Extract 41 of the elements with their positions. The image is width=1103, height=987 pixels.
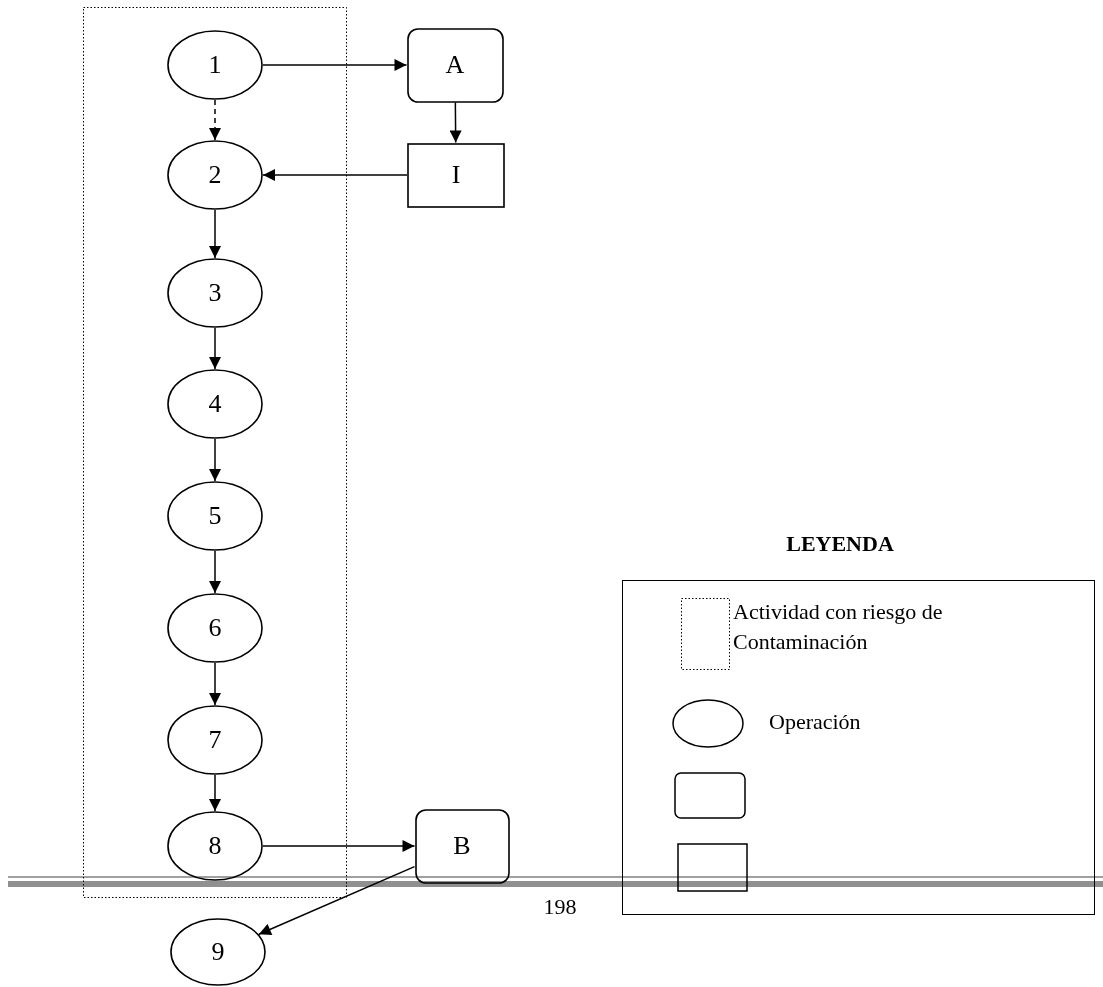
- node-label: 5: [208, 503, 222, 529]
- arrow: [209, 438, 221, 482]
- legend-title: LEYENDA: [786, 531, 894, 557]
- node-label: 4: [208, 391, 222, 417]
- arrow: [209, 209, 221, 259]
- arrow: [262, 169, 408, 181]
- rounded-box: [406, 27, 504, 103]
- arrow: [209, 327, 221, 370]
- operation-ellipse: [167, 258, 263, 328]
- operation-ellipse: [167, 705, 263, 775]
- rounded-box: [414, 808, 510, 884]
- arrow: [262, 59, 408, 71]
- dotted-region: [83, 7, 347, 898]
- operation-ellipse: [167, 811, 263, 881]
- operation-ellipse: [167, 593, 263, 663]
- process-box: [407, 142, 505, 208]
- node-label: 6: [208, 615, 222, 641]
- legend-text: Operación: [769, 708, 862, 736]
- operation-ellipse: [167, 481, 263, 551]
- node-label: 7: [208, 727, 222, 753]
- node-label: A: [445, 52, 465, 78]
- arrow: [209, 99, 221, 141]
- node-label: 2: [208, 162, 222, 188]
- operation-ellipse: [170, 918, 266, 986]
- arrow: [209, 550, 221, 594]
- arrow: [209, 662, 221, 706]
- node-label: 1: [208, 52, 222, 78]
- node-label: 9: [211, 939, 225, 965]
- operation-ellipse: [167, 369, 263, 439]
- arrow: [262, 840, 416, 852]
- node-label: 8: [208, 833, 222, 859]
- arrow: [258, 865, 416, 935]
- arrow: [449, 101, 462, 144]
- node-label: B: [453, 833, 471, 859]
- node-label: I: [451, 162, 461, 188]
- operation-ellipse: [167, 140, 263, 210]
- arrow: [209, 774, 221, 812]
- node-label: 3: [208, 280, 222, 306]
- operation-ellipse: [167, 30, 263, 100]
- page-number: 198: [543, 894, 577, 920]
- legend-text: Actividad con riesgo de Contaminación: [733, 598, 944, 656]
